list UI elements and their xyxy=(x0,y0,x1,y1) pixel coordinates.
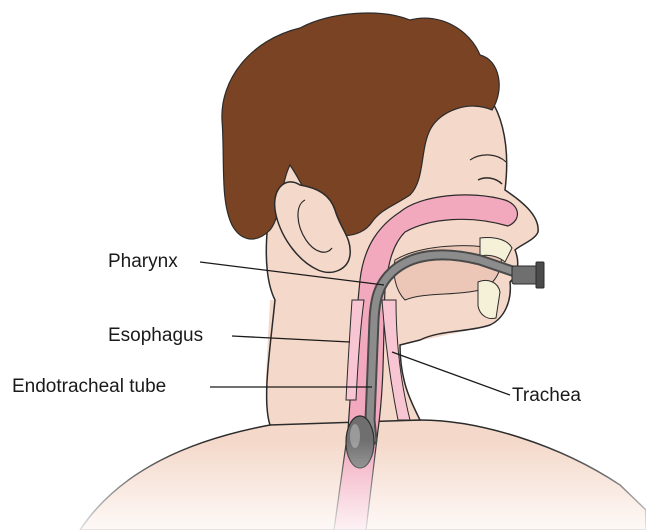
bottom-fade xyxy=(0,440,646,530)
trachea-leader-line xyxy=(392,352,510,395)
tube-connector-end xyxy=(536,262,544,288)
endotracheal-tube-label: Endotracheal tube xyxy=(12,377,166,396)
trachea-label: Trachea xyxy=(512,386,581,405)
esophagus-label: Esophagus xyxy=(108,326,203,345)
lower-teeth xyxy=(478,280,500,318)
pharynx-label: Pharynx xyxy=(108,252,178,271)
